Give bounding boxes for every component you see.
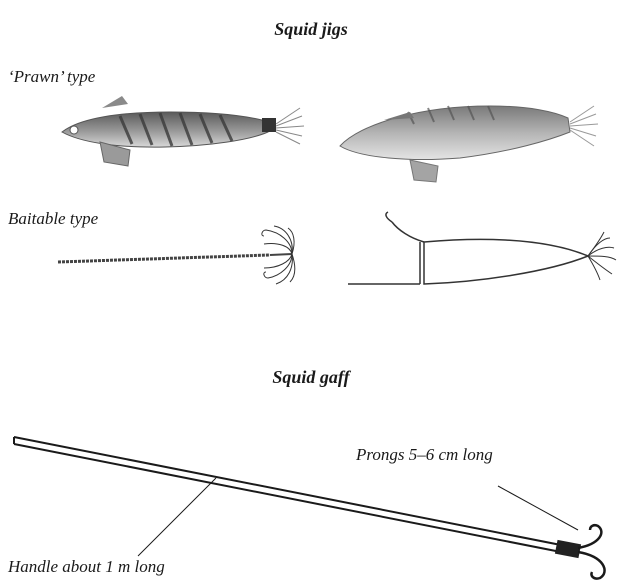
baitable-jig-illustration-1: [58, 226, 295, 284]
prongs-leader-line: [498, 486, 578, 530]
baitable-jig-illustration-2: [348, 212, 616, 284]
prawn-jig-illustration-2: [340, 106, 598, 182]
prawn-jig-illustration-1: [62, 96, 304, 166]
handle-leader-line: [138, 478, 216, 556]
squid-gaff-illustration: [14, 437, 605, 579]
